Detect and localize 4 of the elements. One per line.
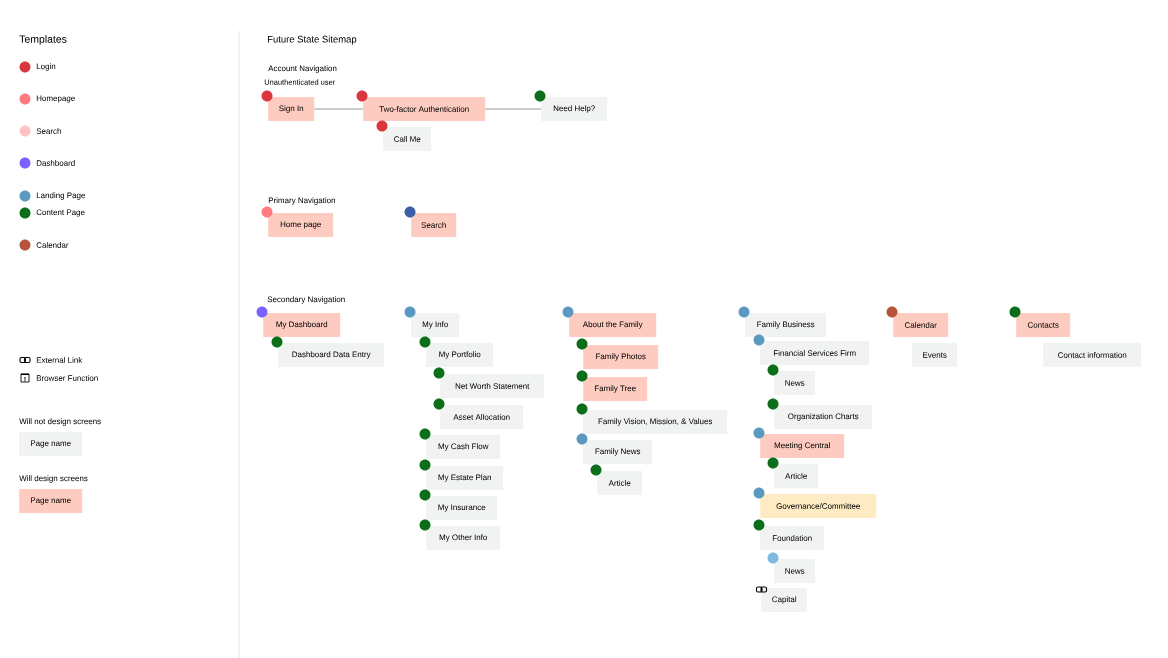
connector-line: [313, 108, 364, 110]
title: Future State Sitemap: [268, 35, 357, 45]
heading: Templates: [19, 35, 67, 45]
connector-line: [484, 108, 542, 110]
